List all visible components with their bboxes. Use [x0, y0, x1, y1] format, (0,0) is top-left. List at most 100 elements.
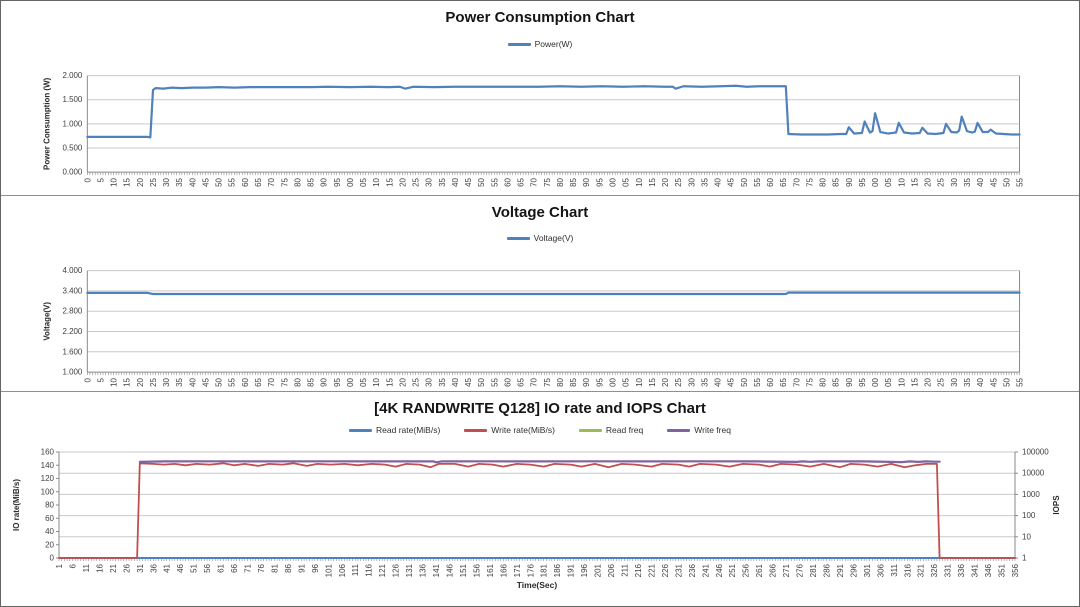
svg-text:40: 40: [976, 377, 985, 386]
svg-text:116: 116: [365, 563, 374, 576]
svg-text:10: 10: [372, 178, 381, 187]
svg-text:0: 0: [83, 178, 92, 183]
svg-text:10: 10: [372, 377, 381, 386]
svg-text:126: 126: [392, 563, 401, 577]
svg-text:45: 45: [989, 178, 998, 187]
svg-text:40: 40: [976, 178, 985, 187]
svg-text:00: 00: [871, 178, 880, 187]
svg-text:281: 281: [809, 563, 818, 577]
svg-text:20: 20: [924, 377, 933, 386]
svg-text:55: 55: [490, 178, 499, 187]
svg-text:65: 65: [517, 178, 526, 187]
io-chart-title: [4K RANDWRITE Q128] IO rate and IOPS Cha…: [374, 400, 706, 417]
svg-text:206: 206: [607, 563, 616, 577]
svg-text:120: 120: [41, 474, 55, 483]
svg-text:40: 40: [714, 377, 723, 386]
svg-text:46: 46: [176, 563, 185, 572]
svg-text:151: 151: [459, 563, 468, 577]
svg-text:146: 146: [445, 563, 454, 577]
svg-text:81: 81: [270, 563, 279, 572]
svg-text:75: 75: [805, 178, 814, 187]
series-line-voltage-v: [86, 291, 1021, 296]
svg-text:90: 90: [845, 377, 854, 386]
svg-text:241: 241: [701, 563, 710, 577]
svg-text:70: 70: [267, 377, 276, 386]
svg-text:70: 70: [267, 178, 276, 187]
svg-text:70: 70: [530, 377, 539, 386]
svg-text:40: 40: [45, 527, 54, 536]
svg-text:25: 25: [412, 377, 421, 386]
svg-text:Voltage(V): Voltage(V): [43, 302, 52, 341]
svg-text:50: 50: [215, 178, 224, 187]
svg-text:0.500: 0.500: [62, 143, 82, 152]
svg-text:181: 181: [540, 563, 549, 577]
svg-text:331: 331: [944, 563, 953, 577]
svg-text:45: 45: [727, 178, 736, 187]
legend-label: Read rate(MiB/s): [376, 425, 441, 435]
svg-text:45: 45: [464, 377, 473, 386]
svg-text:00: 00: [346, 377, 355, 386]
series-line-write-rate-mib-s: [58, 462, 1016, 559]
svg-text:85: 85: [832, 178, 841, 187]
svg-text:106: 106: [338, 563, 347, 577]
svg-text:10: 10: [635, 178, 644, 187]
svg-text:196: 196: [580, 563, 589, 577]
svg-text:50: 50: [477, 377, 486, 386]
svg-text:75: 75: [543, 377, 552, 386]
svg-text:30: 30: [162, 178, 171, 187]
series-line-power-w: [86, 84, 1021, 139]
svg-text:15: 15: [648, 178, 657, 187]
svg-text:55: 55: [228, 377, 237, 386]
svg-text:0: 0: [50, 554, 55, 563]
svg-text:25: 25: [937, 178, 946, 187]
io-rate-iops-chart-panel: [4K RANDWRITE Q128] IO rate and IOPS Cha…: [1, 392, 1079, 605]
svg-text:76: 76: [257, 563, 266, 572]
svg-text:276: 276: [796, 563, 805, 577]
svg-text:10: 10: [1022, 532, 1031, 541]
svg-text:95: 95: [858, 377, 867, 386]
legend-line-swatch: [578, 428, 602, 432]
svg-text:131: 131: [405, 563, 414, 577]
svg-text:321: 321: [917, 563, 926, 577]
svg-text:161: 161: [486, 563, 495, 577]
svg-text:50: 50: [740, 178, 749, 187]
svg-text:00: 00: [609, 377, 618, 386]
svg-text:226: 226: [661, 563, 670, 577]
svg-text:15: 15: [123, 377, 132, 386]
svg-text:80: 80: [556, 178, 565, 187]
legend-line-swatch: [667, 428, 691, 432]
svg-text:65: 65: [779, 178, 788, 187]
legend-line-swatch: [349, 428, 373, 432]
svg-text:25: 25: [674, 178, 683, 187]
svg-text:IO rate(MiB/s): IO rate(MiB/s): [12, 479, 21, 531]
svg-text:160: 160: [41, 448, 55, 457]
svg-text:291: 291: [836, 563, 845, 577]
svg-text:65: 65: [779, 377, 788, 386]
svg-text:20: 20: [661, 178, 670, 187]
svg-text:35: 35: [700, 377, 709, 386]
svg-text:00: 00: [871, 377, 880, 386]
svg-text:41: 41: [163, 563, 172, 572]
svg-text:80: 80: [293, 377, 302, 386]
svg-text:75: 75: [280, 178, 289, 187]
legend-line-swatch: [507, 42, 531, 46]
svg-text:00: 00: [608, 178, 617, 187]
svg-text:301: 301: [863, 563, 872, 577]
power-chart-title: Power Consumption Chart: [445, 9, 635, 26]
svg-text:50: 50: [740, 377, 749, 386]
svg-text:45: 45: [989, 377, 998, 386]
svg-text:30: 30: [425, 178, 434, 187]
svg-text:35: 35: [175, 178, 184, 187]
svg-text:60: 60: [766, 377, 775, 386]
svg-text:75: 75: [805, 377, 814, 386]
svg-text:4.000: 4.000: [62, 266, 82, 275]
svg-text:1: 1: [55, 563, 64, 568]
svg-text:1.500: 1.500: [62, 95, 82, 104]
svg-text:80: 80: [556, 377, 565, 386]
svg-text:70: 70: [530, 178, 539, 187]
svg-text:346: 346: [984, 563, 993, 577]
svg-text:271: 271: [782, 563, 791, 577]
